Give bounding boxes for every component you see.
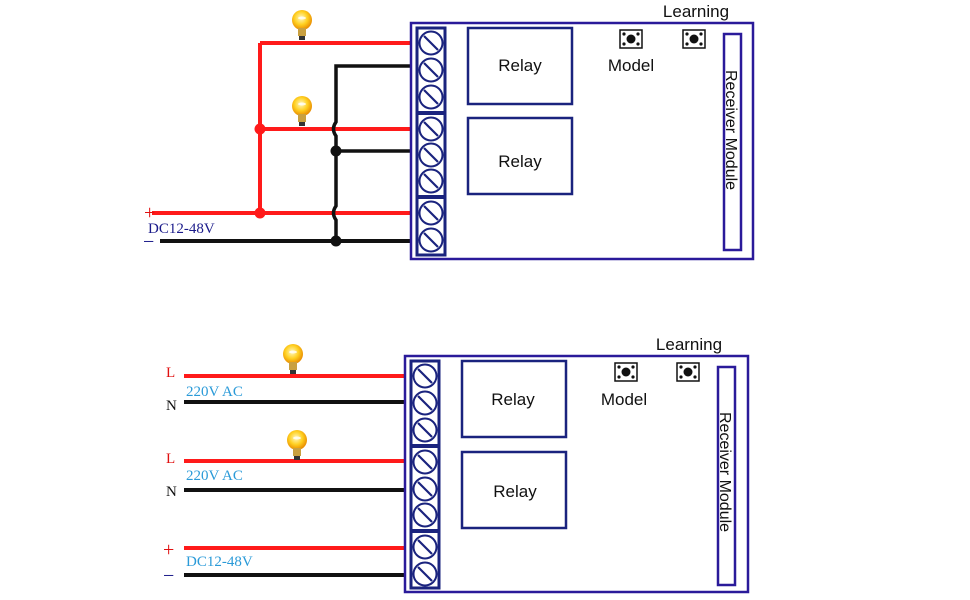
top-diagram: + DC12-48V − Relay Relay Model Learning …	[143, 2, 755, 261]
top-model-label: Model	[608, 56, 654, 75]
top-terminal-6	[418, 168, 444, 194]
top-terminal-1	[418, 30, 444, 56]
top-model-button[interactable]	[619, 29, 643, 49]
bottom-diagram: L 220V AC N L 220V AC N + DC12-48V − Rel…	[163, 335, 750, 594]
bottom-line1-N-label: N	[166, 398, 177, 414]
bottom-minus-symbol: −	[163, 565, 174, 587]
top-relay-2	[466, 116, 574, 196]
top-return-wire	[331, 64, 418, 241]
top-receiver-module-strip	[722, 32, 743, 252]
bottom-terminal-8	[412, 561, 438, 587]
top-relay-1-label: Relay	[498, 56, 542, 75]
top-junction-2	[254, 207, 266, 219]
top-terminal-8	[418, 227, 444, 253]
top-minus-symbol: −	[143, 231, 154, 253]
bottom-terminal-3	[412, 417, 438, 443]
bottom-learning-button[interactable]	[676, 362, 700, 382]
bottom-line1-L-label: L	[166, 365, 175, 381]
top-wires	[152, 41, 418, 247]
bottom-receiver-module	[403, 354, 750, 594]
bottom-line2-voltage: 220V AC	[186, 468, 243, 484]
bottom-model-button[interactable]	[614, 362, 638, 382]
bottom-learning-label: Learning	[656, 335, 722, 354]
bottom-wires	[184, 374, 412, 577]
bottom-terminal-4	[412, 449, 438, 475]
top-relay-1	[466, 26, 574, 106]
top-terminal-2	[418, 57, 444, 83]
bottom-terminal-1	[412, 363, 438, 389]
bottom-lamp-2-icon	[287, 430, 307, 460]
bottom-terminal-7	[412, 534, 438, 560]
bottom-terminal-6	[412, 502, 438, 528]
top-lamp-1-icon	[292, 10, 312, 40]
top-plus-symbol: +	[144, 202, 155, 224]
bottom-relay-1	[460, 359, 568, 439]
top-junction-1	[254, 123, 266, 135]
top-learning-label: Learning	[663, 2, 729, 21]
bottom-receiver-module-label: Receiver Module	[716, 412, 733, 532]
top-receiver-module-label: Receiver Module	[722, 70, 739, 190]
top-junction-3	[330, 145, 342, 157]
bottom-line2-N-label: N	[166, 484, 177, 500]
bottom-lamp-1-icon	[283, 344, 303, 374]
bottom-power-label: DC12-48V	[186, 554, 253, 570]
bottom-plus-symbol: +	[163, 539, 174, 561]
bottom-terminal-2	[412, 390, 438, 416]
top-lamp-2-icon	[292, 96, 312, 126]
top-receiver-module	[409, 21, 755, 261]
top-terminal-3	[418, 84, 444, 110]
top-power-label: DC12-48V	[148, 221, 215, 237]
bottom-receiver-module-strip	[716, 365, 737, 587]
top-terminal-5	[418, 142, 444, 168]
top-terminal-7	[418, 200, 444, 226]
bottom-model-label: Model	[601, 390, 647, 409]
top-relay-2-label: Relay	[498, 152, 542, 171]
top-junction-4	[330, 235, 342, 247]
bottom-relay-1-label: Relay	[491, 390, 535, 409]
bottom-relay-2	[460, 450, 568, 530]
top-learning-button[interactable]	[682, 29, 706, 49]
bottom-terminal-5	[412, 476, 438, 502]
bottom-relay-2-label: Relay	[493, 482, 537, 501]
bottom-line2-L-label: L	[166, 451, 175, 467]
top-terminal-4	[418, 116, 444, 142]
bottom-line1-voltage: 220V AC	[186, 384, 243, 400]
